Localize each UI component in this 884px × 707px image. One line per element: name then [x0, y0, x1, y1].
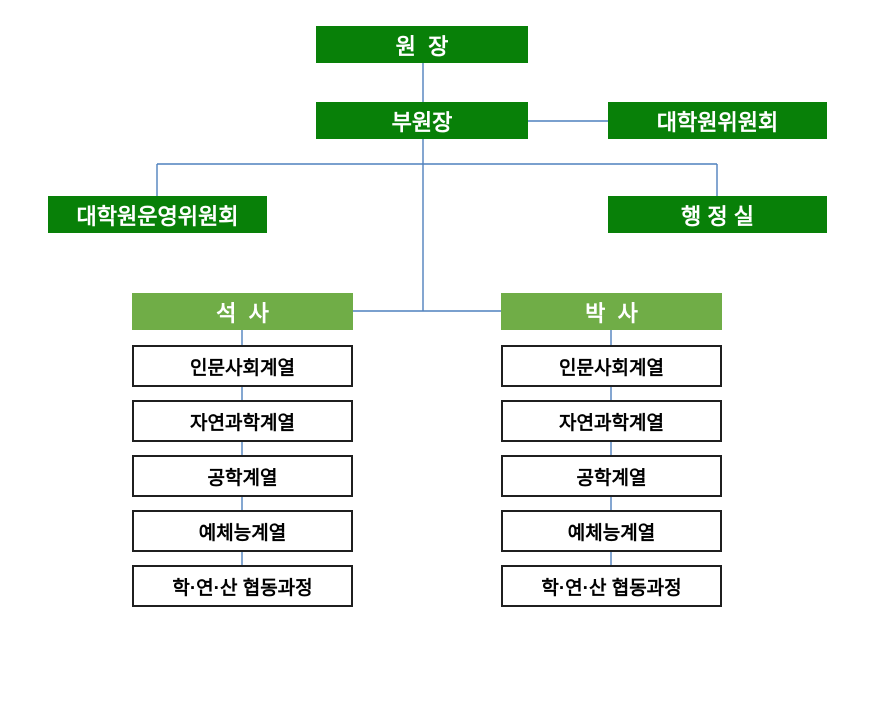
node-department: 자연과학계열	[501, 400, 722, 442]
node-steering-committee: 대학원운영위원회	[48, 196, 267, 233]
node-department: 예체능계열	[501, 510, 722, 552]
node-grad-school-committee: 대학원위원회	[608, 102, 827, 139]
node-department: 공학계열	[501, 455, 722, 497]
node-department: 자연과학계열	[132, 400, 353, 442]
node-director: 원 장	[316, 26, 528, 63]
node-vice-director: 부원장	[316, 102, 528, 139]
node-department: 학·연·산 협동과정	[132, 565, 353, 607]
node-department: 예체능계열	[132, 510, 353, 552]
node-department: 인문사회계열	[132, 345, 353, 387]
node-masters: 석 사	[132, 293, 353, 330]
node-department: 공학계열	[132, 455, 353, 497]
node-department: 학·연·산 협동과정	[501, 565, 722, 607]
node-department: 인문사회계열	[501, 345, 722, 387]
node-admin-office: 행 정 실	[608, 196, 827, 233]
node-doctoral: 박 사	[501, 293, 722, 330]
